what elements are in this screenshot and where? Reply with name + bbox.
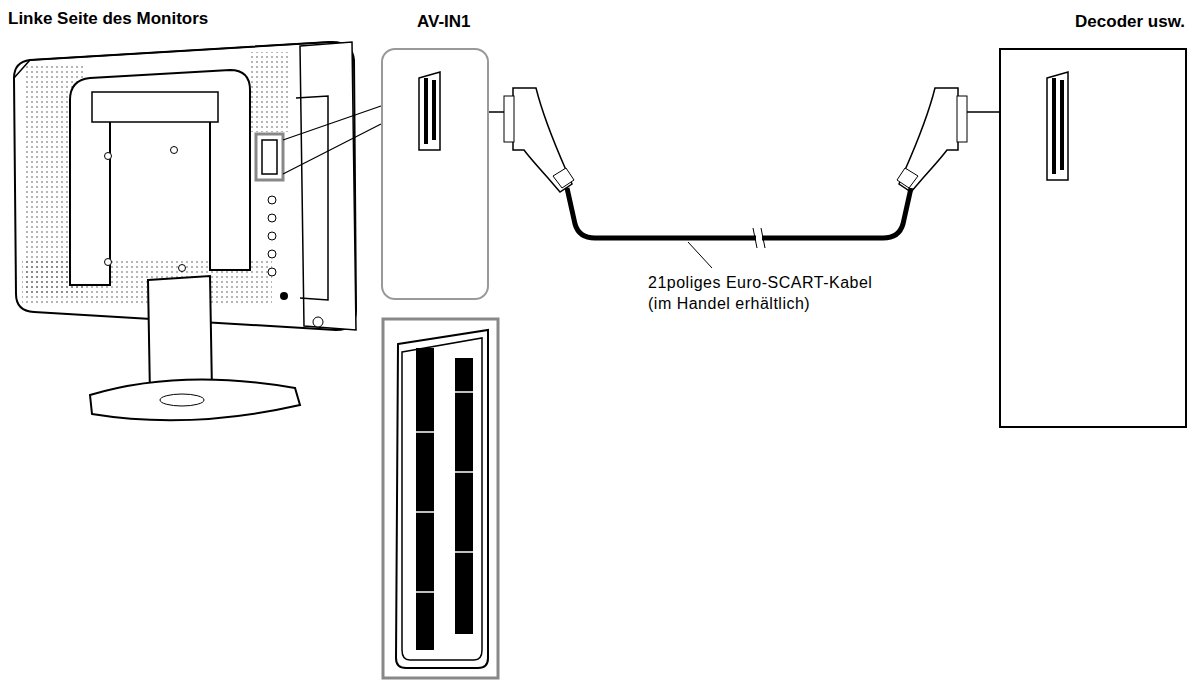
view-label: Linke Seite des Monitors [8,8,208,30]
inset-box: AV-IN1 [381,48,489,300]
box-heading: Decoder usw. [1075,12,1185,32]
cable-label: 21poliges Euro-SCART-Kabel (im Handel er… [648,273,898,315]
box-heading: AV-IN1 [417,12,471,32]
scart-socket [1044,70,1074,186]
scart-socket [416,70,446,156]
scart-cable [489,112,999,248]
device-box: Decoder usw. [999,48,1187,428]
